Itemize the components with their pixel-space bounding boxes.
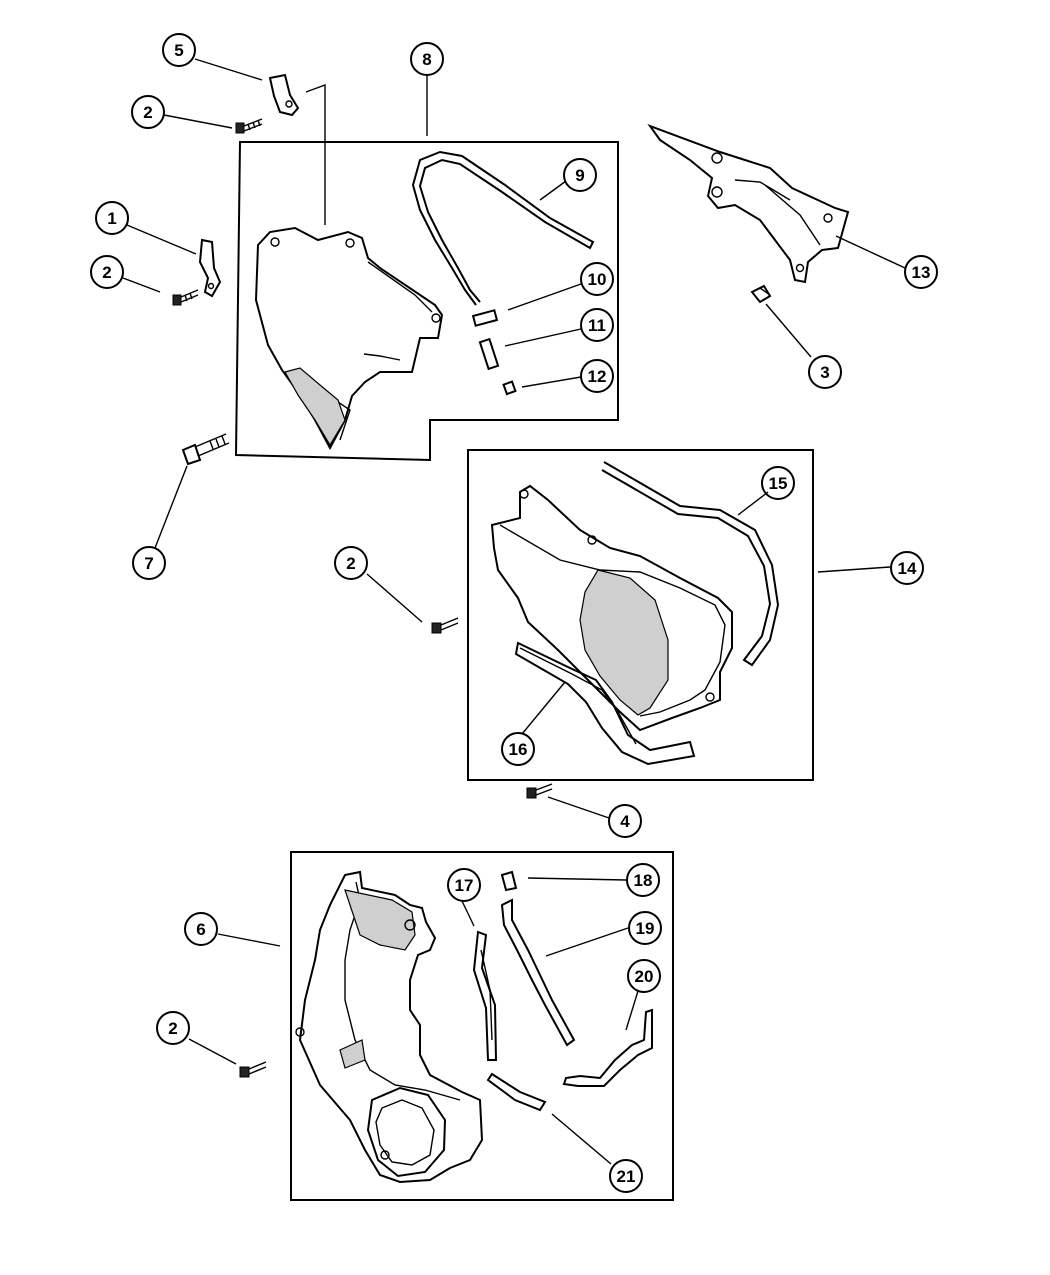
callout-2a: 2	[131, 95, 165, 129]
svg-text:6: 6	[196, 920, 205, 939]
callout-8: 8	[410, 42, 444, 76]
callout-2c: 2	[334, 546, 368, 580]
callout-17: 17	[447, 868, 481, 902]
callout-6: 6	[184, 912, 218, 946]
inner-cover-group-box	[467, 449, 814, 781]
upper-timing-cover	[254, 226, 444, 451]
svg-text:21: 21	[617, 1167, 636, 1186]
leader-lines	[122, 58, 906, 1165]
callout-21: 21	[609, 1159, 643, 1193]
bolt-2d	[239, 1061, 267, 1078]
callout-9: 9	[563, 158, 597, 192]
svg-text:7: 7	[144, 554, 153, 573]
bolt-part-3	[750, 284, 772, 304]
seal-part-20	[562, 1008, 653, 1087]
svg-text:3: 3	[820, 363, 829, 382]
callout-19: 19	[628, 911, 662, 945]
bracket-part-1	[198, 238, 222, 298]
bolt-part-7	[181, 433, 230, 466]
callout-12: 12	[580, 359, 614, 393]
inner-timing-cover	[490, 484, 733, 732]
lower-timing-cover	[295, 870, 484, 1184]
seal-part-21	[486, 1072, 547, 1112]
svg-text:10: 10	[588, 270, 607, 289]
bracket-part-13	[647, 123, 850, 284]
seal-part-17	[472, 930, 498, 1061]
seal-part-18	[500, 870, 518, 892]
svg-text:5: 5	[174, 41, 183, 60]
upper-cover-group-box	[234, 141, 619, 462]
callout-11: 11	[580, 308, 614, 342]
seal-part-15	[601, 461, 780, 667]
callout-4: 4	[608, 804, 642, 838]
svg-text:13: 13	[912, 263, 931, 282]
seal-part-11	[478, 337, 500, 371]
svg-text:16: 16	[509, 740, 528, 759]
svg-text:18: 18	[634, 871, 653, 890]
svg-text:20: 20	[635, 967, 654, 986]
seal-part-16	[514, 641, 696, 766]
svg-text:4: 4	[620, 812, 630, 831]
svg-text:19: 19	[636, 919, 655, 938]
svg-text:2: 2	[102, 263, 111, 282]
svg-text:9: 9	[575, 166, 584, 185]
svg-text:8: 8	[422, 50, 431, 69]
svg-text:11: 11	[588, 316, 606, 335]
seal-part-10	[471, 309, 499, 327]
svg-text:1: 1	[107, 209, 116, 228]
svg-text:2: 2	[168, 1019, 177, 1038]
callout-2d: 2	[156, 1011, 190, 1045]
callout-18: 18	[626, 863, 660, 897]
callout-7: 7	[132, 546, 166, 580]
callout-20: 20	[627, 959, 661, 993]
svg-text:17: 17	[455, 876, 474, 895]
lower-cover-group-box	[290, 851, 674, 1201]
svg-text:2: 2	[346, 554, 355, 573]
callout-16: 16	[501, 732, 535, 766]
callout-10: 10	[580, 262, 614, 296]
svg-text:15: 15	[769, 474, 788, 493]
callout-14: 14	[890, 551, 924, 585]
callout-3: 3	[808, 355, 842, 389]
seal-part-19	[500, 898, 576, 1047]
bolt-2b	[172, 289, 199, 306]
bolt-2a	[235, 118, 263, 134]
callout-15: 15	[761, 466, 795, 500]
bolt-part-4	[526, 783, 553, 799]
svg-text:14: 14	[898, 559, 917, 578]
callout-5: 5	[162, 33, 196, 67]
callout-2b: 2	[90, 255, 124, 289]
callout-1: 1	[95, 201, 129, 235]
bolt-2c	[431, 617, 459, 634]
svg-text:12: 12	[588, 367, 607, 386]
svg-text:2: 2	[143, 103, 152, 122]
seal-part-9	[411, 150, 595, 306]
callout-13: 13	[904, 255, 938, 289]
bracket-part-5	[268, 73, 326, 225]
seal-part-12	[502, 380, 517, 396]
